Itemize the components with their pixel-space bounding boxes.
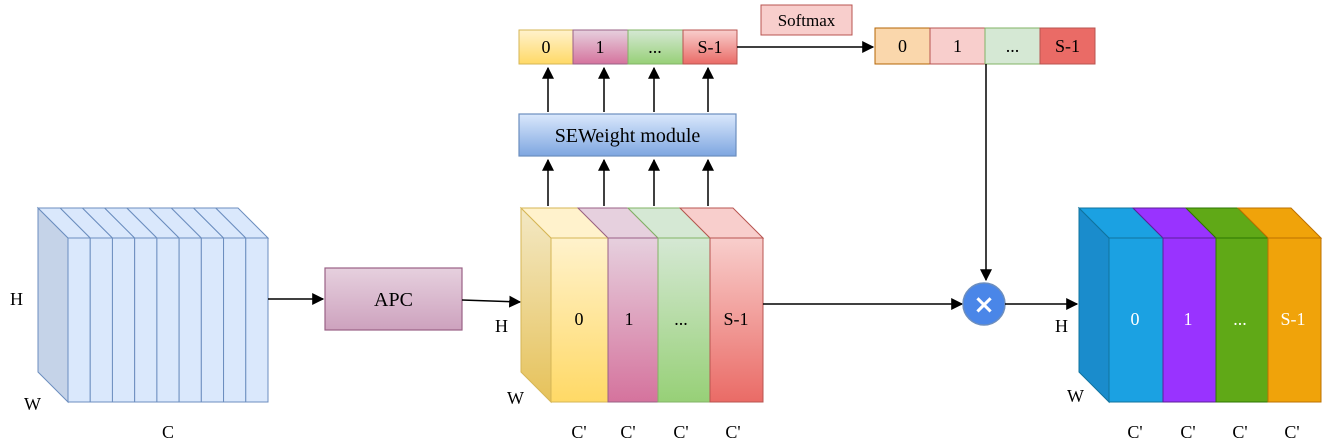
input-c-label: C <box>162 422 174 442</box>
seweight-module: SEWeight module <box>518 113 737 157</box>
weight-cell-label-3: S-1 <box>697 37 722 57</box>
split-h-label: H <box>495 316 508 336</box>
input-slice <box>245 237 269 403</box>
weight-cell-3 <box>682 29 738 65</box>
split-group-label-0: 0 <box>575 309 584 329</box>
output-c-label-0: C' <box>1127 422 1142 442</box>
output-c-label-3: C' <box>1284 422 1299 442</box>
output-group-label-1: 1 <box>1184 309 1193 329</box>
weight-cell-0 <box>518 29 574 65</box>
output-w-label: W <box>1067 386 1084 406</box>
multiply-node: × <box>962 282 1006 326</box>
weight-cell-label-2: ... <box>648 37 662 57</box>
split-group-label-2: ... <box>674 309 688 329</box>
split-group-2 <box>657 237 711 403</box>
output-group-label-0: 0 <box>1131 309 1140 329</box>
apc-box <box>324 267 463 331</box>
apc-block: APC <box>324 267 463 331</box>
split-w-label: W <box>507 388 524 408</box>
split-group-3 <box>709 237 764 403</box>
split-c-label-2: C' <box>673 422 688 442</box>
softmax-block: Softmax <box>760 4 853 36</box>
softmax-cell-3 <box>1039 27 1096 65</box>
input-tensor-side <box>37 206 69 404</box>
softmax-box <box>760 4 853 36</box>
weight-cell-2 <box>627 29 684 65</box>
input-slice <box>89 237 113 403</box>
softmax-cell-2 <box>984 27 1041 65</box>
split-group-label-3: S-1 <box>723 309 748 329</box>
weight-cell-label-1: 1 <box>596 37 605 57</box>
input-slice <box>178 237 202 403</box>
split-group-1 <box>607 237 659 403</box>
arrow-apc-to-split <box>461 295 522 308</box>
multiply-icon: × <box>973 290 995 320</box>
input-slice <box>134 237 158 403</box>
softmax-cell-label-2: ... <box>1006 36 1020 56</box>
output-group-3 <box>1267 237 1322 403</box>
output-group-1 <box>1162 237 1217 403</box>
split-c-label-3: C' <box>725 422 740 442</box>
softmax-cell-label-3: S-1 <box>1055 36 1080 56</box>
output-c-label-2: C' <box>1232 422 1247 442</box>
output-tensor: 0 1 ... S-1 H W C' C' C' C' <box>1055 206 1323 442</box>
input-w-label: W <box>24 394 41 414</box>
input-slice <box>223 237 247 403</box>
output-h-label: H <box>1055 316 1068 336</box>
input-slice <box>200 237 225 403</box>
input-h-label: H <box>10 289 23 309</box>
softmax-cell-label-1: 1 <box>953 36 962 56</box>
softmax-cell-0 <box>874 27 931 65</box>
output-group-label-2: ... <box>1233 309 1247 329</box>
softmax-cell-label-0: 0 <box>898 36 907 56</box>
output-group-2 <box>1215 237 1269 403</box>
split-group-label-1: 1 <box>625 309 634 329</box>
split-c-label-0: C' <box>571 422 586 442</box>
output-group-label-3: S-1 <box>1280 309 1305 329</box>
output-tensor-side <box>1078 206 1110 404</box>
softmax-cell-1 <box>929 27 986 65</box>
split-c-label-1: C' <box>620 422 635 442</box>
softmax-vector: 0 1 ... S-1 <box>874 27 1096 65</box>
apc-label: APC <box>374 289 413 311</box>
split-tensor-side <box>520 206 552 404</box>
weight-cell-label-0: 0 <box>542 37 551 57</box>
input-slice <box>67 237 91 403</box>
seweight-box <box>518 113 737 157</box>
split-tensor: 0 1 ... S-1 H W C' C' C' C' <box>495 206 765 442</box>
softmax-label: Softmax <box>778 11 836 30</box>
output-c-label-1: C' <box>1180 422 1195 442</box>
output-group-0 <box>1108 237 1164 403</box>
input-slice <box>156 237 180 403</box>
seweight-label: SEWeight module <box>555 125 701 147</box>
input-slice <box>111 237 136 403</box>
split-group-0 <box>550 237 609 403</box>
weights-vector: 0 1 ... S-1 <box>518 29 738 65</box>
input-tensor: H W C <box>10 206 270 442</box>
